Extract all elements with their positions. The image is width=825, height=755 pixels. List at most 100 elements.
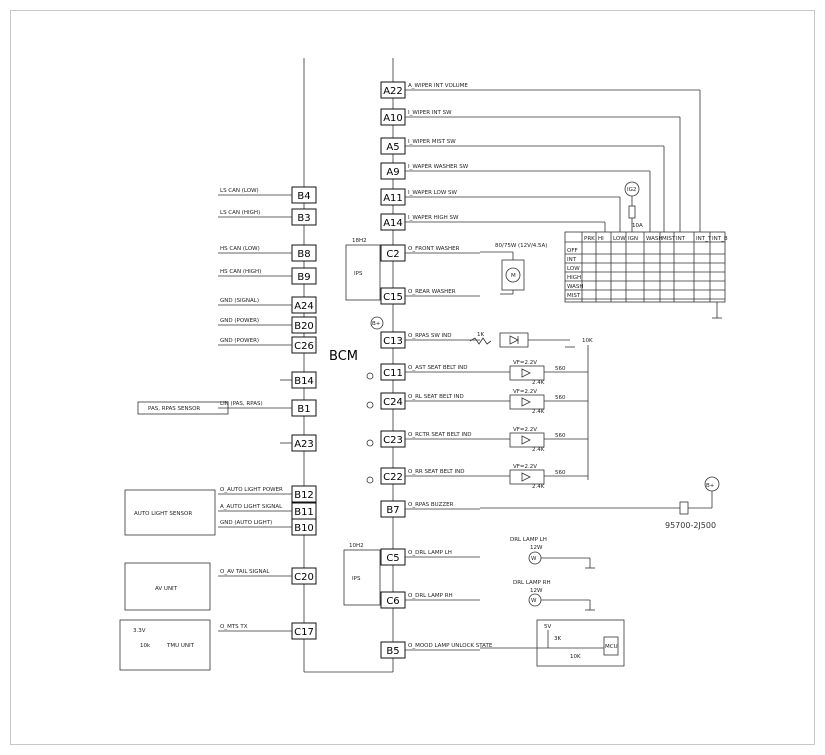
switch-header: LOW — [613, 236, 626, 242]
pas-sensor-box — [137, 401, 229, 415]
left-signal-label: O_MTS TX — [220, 624, 248, 630]
right-signal-label: I_WAPER WASHER SW — [408, 164, 469, 170]
right-signal-label: O_RR SEAT BELT IND — [408, 469, 465, 475]
drl-lh-watt: 12W — [530, 545, 543, 551]
mood-3k-label: 3K — [554, 636, 561, 642]
mcu-label: MCU — [605, 644, 618, 650]
left-signal-label: O_AUTO LIGHT POWER — [220, 487, 283, 493]
pin-label: B20 — [294, 321, 314, 332]
washer-motor-spec: 80/75W (12V/4.5A) — [495, 243, 547, 249]
switch-header: INT_T — [696, 236, 712, 242]
pin-label: A14 — [383, 218, 403, 229]
switch-row-label: INT — [567, 257, 577, 263]
switch-header: PRK — [584, 236, 595, 242]
pin-label: B11 — [294, 507, 314, 518]
pin-label: C26 — [294, 341, 314, 352]
pas-sensor-label: PAS, RPAS SENSOR — [148, 406, 200, 412]
left-pin-b12: B12 O_AUTO LIGHT POWER — [218, 485, 317, 503]
fuse-icon — [628, 205, 636, 219]
left-pin-a24: A24 GND (SIGNAL) — [218, 296, 317, 314]
right-signal-label: O_DRL LAMP LH — [408, 550, 452, 556]
ips-upper-box — [345, 244, 381, 301]
left-pin-b3: B3 LS CAN (HIGH) — [218, 208, 317, 226]
mcu-box — [603, 636, 619, 656]
fuse-rating: 10A — [632, 223, 643, 229]
pin-label: B1 — [297, 404, 310, 415]
right-signal-label: A_WIPER INT VOLUME — [408, 83, 468, 89]
left-signal-label: GND (POWER) — [220, 338, 259, 344]
tmu-unit-box — [119, 619, 211, 671]
left-pin-b9: B9 HS CAN (HIGH) — [218, 267, 317, 285]
pin-label: A11 — [383, 193, 403, 204]
tmu-3v3-label: 3.3V — [133, 628, 146, 634]
pin-label: C5 — [386, 553, 399, 564]
pin-label: C2 — [386, 249, 399, 260]
pin-label: A9 — [386, 167, 399, 178]
pin-label: C6 — [386, 596, 399, 607]
vf-label: VF=2.2V — [513, 427, 537, 433]
r560-label: 560 — [555, 395, 566, 401]
mood-10k-label: 10K — [570, 654, 581, 660]
left-signal-label: GND (SIGNAL) — [220, 298, 259, 304]
pin-label: B10 — [294, 523, 314, 534]
right-signal-label: O_RPAS BUZZER — [408, 502, 454, 508]
pin-label: B9 — [297, 272, 310, 283]
right-signal-label: O_FRONT WASHER — [408, 246, 460, 252]
pin-label: B12 — [294, 490, 314, 501]
pin-label: C13 — [383, 336, 403, 347]
drl-lh-label: DRL LAMP LH — [510, 537, 547, 543]
tmu-unit-label: TMU UNIT — [166, 643, 195, 649]
drl-rh-label: DRL LAMP RH — [513, 580, 551, 586]
switch-header: IGN — [628, 236, 638, 242]
left-signal-label: LIN (PAS, RPAS) — [220, 401, 263, 407]
switch-header: INT — [676, 236, 686, 242]
r24k-label: 2.4K — [532, 380, 545, 386]
pin-label: C20 — [294, 572, 314, 583]
pin-label: A5 — [386, 142, 399, 153]
wiper-switch-table — [564, 231, 726, 303]
ips-upper-code: 18H2 — [352, 238, 367, 244]
bplus-left-label: B+ — [372, 321, 381, 327]
pin-label: B7 — [386, 505, 399, 516]
pin-label: B5 — [386, 646, 399, 657]
right-signal-label: O_DRL LAMP RH — [408, 593, 453, 599]
pin-label: A24 — [294, 301, 314, 312]
washer-motor-label: M — [511, 273, 516, 279]
r560-label: 560 — [555, 470, 566, 476]
drl-rh-watt: 12W — [530, 588, 543, 594]
right-signal-label: O_MOOD LAMP UNLOCK STATE — [408, 643, 493, 649]
left-signal-label: LS CAN (HIGH) — [220, 210, 260, 216]
switch-header: INT_B — [712, 236, 728, 242]
left-signal-label: HS CAN (HIGH) — [220, 269, 261, 275]
r560-label: 560 — [555, 433, 566, 439]
right-pin-a9: A9 I_WAPER WASHER SW — [380, 162, 480, 180]
ips-lower-label: IPS — [352, 576, 361, 582]
pin-label: C22 — [383, 472, 403, 483]
pin-label: C24 — [383, 397, 403, 408]
av-unit-label: AV UNIT — [155, 586, 178, 592]
left-pin-b1: B1 LIN (PAS, RPAS) — [218, 399, 317, 417]
drl-lh-lamp-glyph: W — [531, 556, 537, 562]
left-pin-b14: B14 — [280, 371, 317, 389]
right-signal-label: I_WAPER HIGH SW — [408, 215, 459, 221]
left-signal-label: A_AUTO LIGHT SIGNAL — [220, 504, 283, 510]
ips-lower-code: 10H2 — [349, 543, 364, 549]
mood-lamp-box — [536, 619, 625, 667]
pin-label: B3 — [297, 213, 310, 224]
r24k-label: 2.4K — [532, 484, 545, 490]
